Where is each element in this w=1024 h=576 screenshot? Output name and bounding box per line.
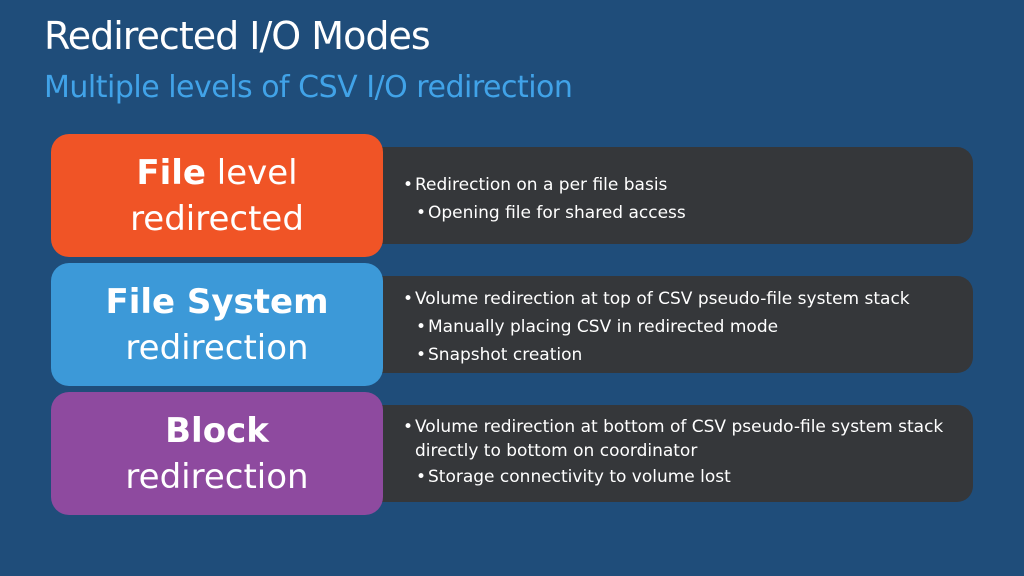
mode-badge-line1: File System [105, 281, 329, 322]
bullet-dot: • [403, 175, 414, 195]
sub-bullet-item: •Storage connectivity to volume lost [416, 463, 959, 491]
bullet-dot: • [416, 345, 427, 365]
mode-badge: File System redirection [51, 263, 383, 386]
mode-badge-line1: Block [165, 410, 269, 451]
mode-row-block: •Volume redirection at bottom of CSV pse… [51, 392, 973, 515]
slide-title: Redirected I/O Modes [44, 14, 431, 58]
sub-bullet-item: •Manually placing CSV in redirected mode [416, 313, 959, 341]
mode-badge: File level redirected [51, 134, 383, 257]
mode-badge-line2: redirection [125, 456, 309, 497]
mode-row-file-system: •Volume redirection at top of CSV pseudo… [51, 263, 973, 386]
mode-badge-line2: redirected [130, 198, 304, 239]
bullet-dot: • [403, 417, 414, 437]
mode-badge: Block redirection [51, 392, 383, 515]
bullet-dot: • [403, 289, 414, 309]
bullet-dot: • [416, 203, 427, 223]
sub-bullet-item: •Snapshot creation [416, 341, 959, 369]
mode-badge-line2: redirection [125, 327, 309, 368]
bullet-dot: • [416, 467, 427, 487]
bullet-item: •Volume redirection at bottom of CSV pse… [403, 417, 944, 461]
bullet-item: •Volume redirection at top of CSV pseudo… [403, 285, 959, 313]
mode-details-panel: •Volume redirection at top of CSV pseudo… [351, 276, 973, 373]
bullet-dot: • [416, 317, 427, 337]
mode-row-file-level: •Redirection on a per file basis •Openin… [51, 134, 973, 257]
mode-details-panel: •Redirection on a per file basis •Openin… [351, 147, 973, 244]
mode-details-panel: •Volume redirection at bottom of CSV pse… [351, 405, 973, 502]
slide-subtitle: Multiple levels of CSV I/O redirection [44, 70, 573, 105]
mode-badge-line1: File level [136, 152, 298, 193]
bullet-item: •Redirection on a per file basis [403, 171, 959, 199]
sub-bullet-item: •Opening file for shared access [416, 199, 959, 227]
